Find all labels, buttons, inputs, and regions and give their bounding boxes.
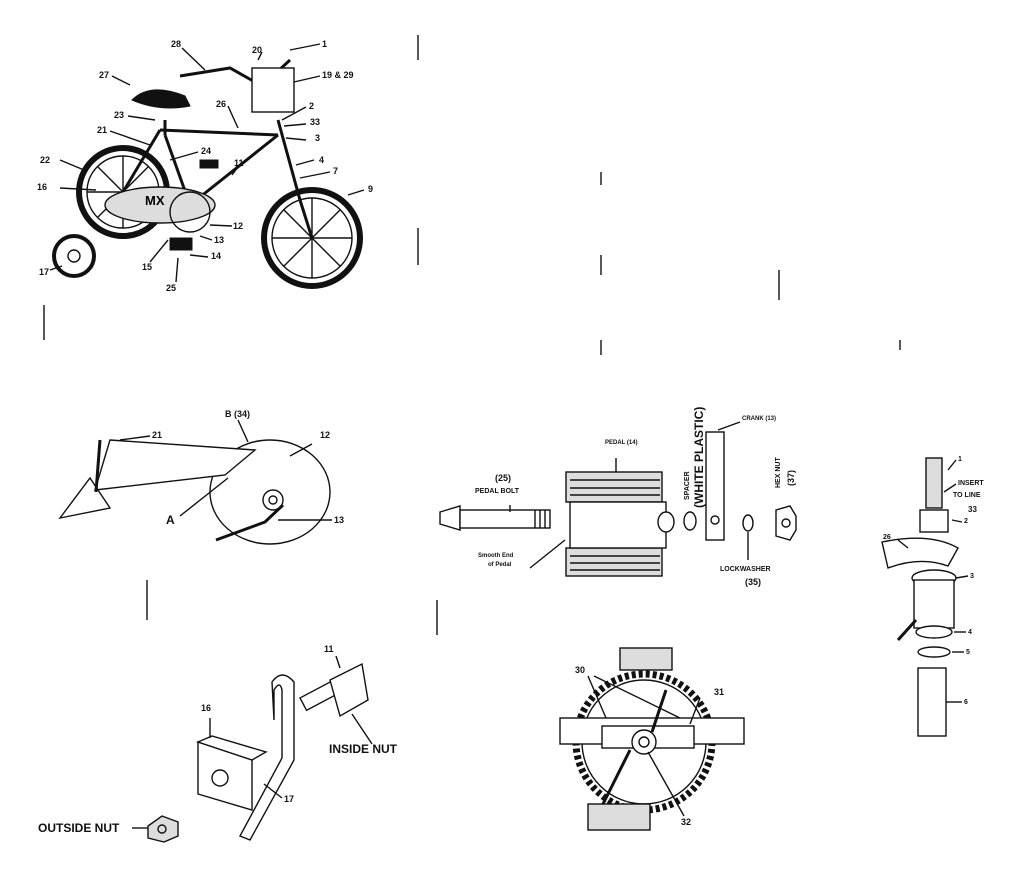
inside-nut-label: INSIDE NUT (329, 742, 398, 756)
callout-21-guard: 21 (152, 430, 163, 440)
callout-1-headset: 1 (958, 456, 962, 463)
scan-marks (43, 35, 901, 635)
training-wheel-bracket-illustration (132, 655, 373, 843)
callout-14: 14 (211, 251, 222, 261)
chain-guard-illustration (58, 419, 332, 545)
callout-17-bracket: 17 (284, 794, 295, 804)
callout-21: 21 (97, 125, 108, 135)
callout-3: 3 (315, 133, 321, 143)
callout-33-headset: 33 (968, 505, 977, 514)
callout-31: 31 (714, 687, 725, 697)
callout-13-guard: 13 (334, 515, 345, 525)
sprocket-assembly-illustration (559, 647, 745, 831)
callout-28: 28 (171, 39, 182, 49)
callout-11: 11 (234, 158, 244, 168)
callout-25: 25 (166, 283, 177, 293)
headset-exploded-illustration (881, 457, 969, 737)
callout-4: 4 (319, 155, 325, 165)
callout-26-headset: 26 (883, 534, 891, 541)
callout-16-bracket: 16 (201, 703, 212, 713)
callout-2-headset: 2 (964, 518, 968, 525)
callout-23: 23 (114, 110, 125, 120)
callout-33: 33 (310, 117, 321, 127)
callout-27: 27 (99, 70, 110, 80)
outside-nut-label: OUTSIDE NUT (38, 821, 120, 835)
callout-7: 7 (333, 166, 339, 176)
callout-13: 13 (214, 235, 225, 245)
callout-20: 20 (252, 45, 263, 55)
callout-12-guard: 12 (320, 430, 331, 440)
spacer-label: SPACER (684, 471, 691, 500)
callout-19-29: 19 & 29 (322, 70, 354, 80)
callout-2: 2 (309, 101, 315, 111)
smooth-end-label-line2: of Pedal (488, 562, 512, 568)
bicycle-illustration: MX (49, 43, 365, 289)
callout-4-headset: 4 (968, 629, 972, 636)
callout-12: 12 (233, 221, 244, 231)
callout-3-headset: 3 (970, 573, 974, 580)
callout-30: 30 (575, 665, 586, 675)
smooth-end-label-line1: Smooth End (478, 553, 514, 559)
callout-17: 17 (39, 267, 50, 277)
callout-16: 16 (37, 182, 48, 192)
hex-nut-number: (37) (786, 469, 796, 486)
callout-9: 9 (368, 184, 374, 194)
callout-b-34: B (34) (225, 409, 251, 419)
insert-label: INSERT (958, 480, 984, 487)
callout-a: A (166, 513, 175, 527)
callout-11-bracket: 11 (324, 644, 334, 654)
pedal-label: PEDAL (14) (605, 440, 638, 446)
hex-nut-label: HEX NUT (775, 457, 782, 488)
pedal-bolt-label: PEDAL BOLT (475, 488, 520, 495)
callout-24: 24 (201, 146, 212, 156)
crank-label: CRANK (13) (742, 416, 777, 422)
lockwasher-label: LOCKWASHER (720, 566, 771, 573)
lockwasher-number: (35) (745, 577, 762, 587)
callout-6-headset: 6 (964, 699, 968, 706)
pedal-bolt-number: (25) (495, 473, 512, 483)
callout-22: 22 (40, 155, 51, 165)
callout-1: 1 (322, 39, 328, 49)
callout-15: 15 (142, 262, 153, 272)
svg-text:MX: MX (145, 193, 165, 208)
to-line-label: TO LINE (953, 492, 981, 499)
callout-32: 32 (681, 817, 692, 827)
callout-26: 26 (216, 99, 227, 109)
white-plastic-label: (WHITE PLASTIC) (692, 406, 706, 508)
pedal-exploded-illustration (439, 421, 797, 577)
callout-5-headset: 5 (966, 649, 970, 656)
